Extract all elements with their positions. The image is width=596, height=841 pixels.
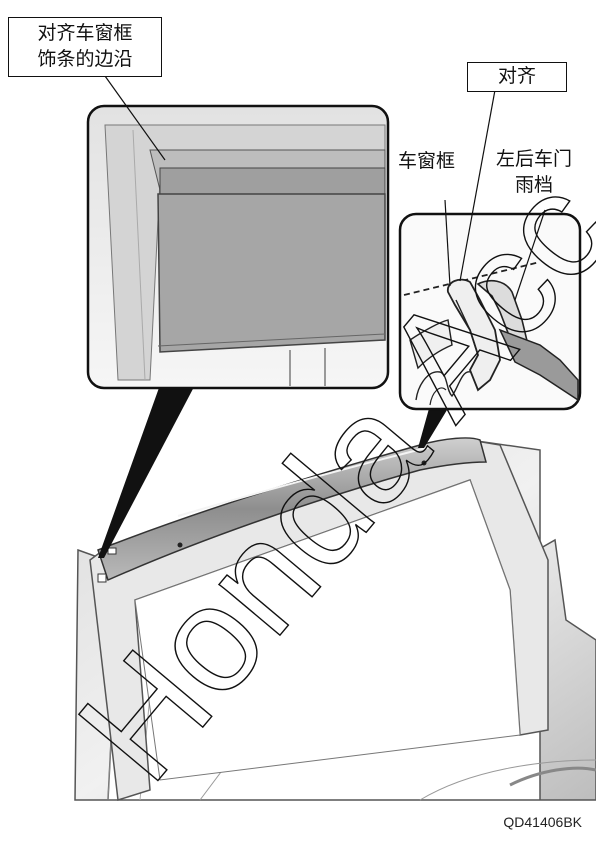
label-align-text: 对齐 — [497, 65, 536, 87]
label-rain-guard-line1: 左后车门 — [496, 148, 573, 170]
label-align-trim-edge: 对齐车窗框 饰条的边沿 — [8, 17, 162, 77]
label-window-frame: 车窗框 — [398, 150, 456, 172]
right-inset-leader — [418, 405, 450, 448]
right-inset-section — [398, 89, 582, 411]
left-inset-closeup — [86, 104, 390, 390]
label-rain-guard: 左后车门 雨档 — [496, 146, 572, 198]
rain-guard-visor — [97, 437, 487, 583]
label-align-trim-edge-line2: 饰条的边沿 — [37, 48, 133, 70]
trim-edge-leader — [104, 75, 166, 161]
figure-code: QD41406BK — [503, 814, 582, 830]
left-inset-leader — [98, 385, 195, 558]
label-align-trim-edge-line1: 对齐车窗框 — [37, 22, 133, 44]
label-align: 对齐 — [467, 62, 567, 92]
label-rain-guard-line2: 雨档 — [515, 174, 554, 196]
